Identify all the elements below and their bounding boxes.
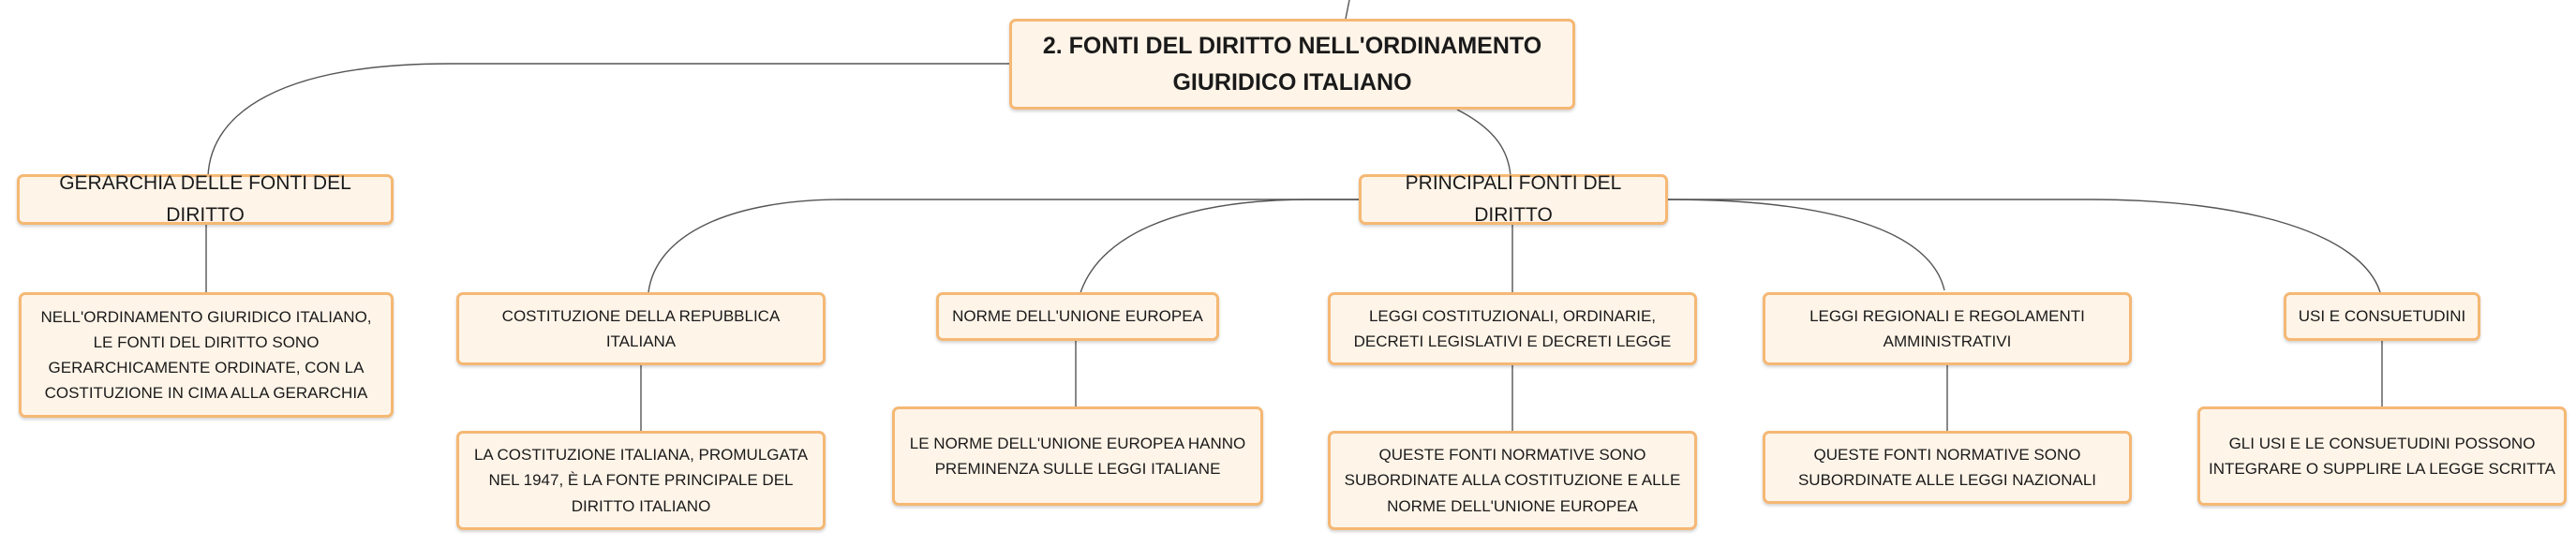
- norme-ue-detail-node[interactable]: LE NORME DELL'UNIONE EUROPEA HANNO PREMI…: [892, 406, 1263, 506]
- leggi-node[interactable]: LEGGI COSTITUZIONALI, ORDINARIE, DECRETI…: [1328, 292, 1697, 365]
- regionali-title: LEGGI REGIONALI E REGOLAMENTI AMMINISTRA…: [1809, 306, 2085, 350]
- connector-parent-root: [1345, 0, 1350, 20]
- principali-node[interactable]: PRINCIPALI FONTI DEL DIRITTO: [1359, 172, 1668, 226]
- root-title-line1: 2. FONTI DEL DIRITTO NELL'ORDINAMENTO: [1042, 32, 1542, 59]
- norme-ue-title: NORME DELL'UNIONE EUROPEA: [952, 307, 1203, 326]
- connector-root-gerarchia: [207, 63, 1012, 177]
- usi-node[interactable]: USI E CONSUETUDINI: [2284, 292, 2480, 341]
- gerarchia-detail-node[interactable]: NELL'ORDINAMENTO GIURIDICO ITALIANO, LE …: [19, 292, 394, 418]
- costituzione-title: COSTITUZIONE DELLA REPUBBLICA ITALIANA: [501, 306, 781, 350]
- costituzione-detail-text: LA COSTITUZIONE ITALIANA, PROMULGATA NEL…: [473, 446, 809, 515]
- gerarchia-title: GERARCHIA DELLE FONTI DEL DIRITTO: [59, 172, 351, 226]
- connector-principali-regionali: [1667, 199, 1945, 291]
- regionali-detail-text: QUESTE FONTI NORMATIVE SONO SUBORDINATE …: [1797, 445, 2097, 489]
- norme-ue-detail-text: LE NORME DELL'UNIONE EUROPEA HANNO PREMI…: [909, 434, 1246, 478]
- leggi-detail-text: QUESTE FONTI NORMATIVE SONO SUBORDINATE …: [1344, 446, 1681, 515]
- principali-title: PRINCIPALI FONTI DEL DIRITTO: [1405, 172, 1622, 226]
- connector-principali-costituzione: [648, 199, 1359, 293]
- norme-ue-node[interactable]: NORME DELL'UNIONE EUROPEA: [936, 292, 1219, 341]
- usi-detail-text: GLI USI E LE CONSUETUDINI POSSONO INTEGR…: [2209, 434, 2555, 478]
- leggi-title: LEGGI COSTITUZIONALI, ORDINARIE, DECRETI…: [1353, 306, 1672, 350]
- usi-detail-node[interactable]: GLI USI E LE CONSUETUDINI POSSONO INTEGR…: [2197, 406, 2567, 506]
- connector-root-principali: [1456, 109, 1511, 177]
- usi-title: USI E CONSUETUDINI: [2298, 307, 2466, 326]
- connector-principali-norme-ue: [1079, 199, 1359, 297]
- root-title-line2: GIURIDICO ITALIANO: [1172, 68, 1412, 96]
- regionali-node[interactable]: LEGGI REGIONALI E REGOLAMENTI AMMINISTRA…: [1763, 292, 2132, 365]
- root-title: 2. FONTI DEL DIRITTO NELL'ORDINAMENTO GI…: [1043, 28, 1541, 101]
- gerarchia-node[interactable]: GERARCHIA DELLE FONTI DEL DIRITTO: [17, 172, 394, 226]
- root-node[interactable]: 2. FONTI DEL DIRITTO NELL'ORDINAMENTO GI…: [1009, 19, 1575, 110]
- costituzione-node[interactable]: COSTITUZIONE DELLA REPUBBLICA ITALIANA: [456, 292, 826, 365]
- leggi-detail-node[interactable]: QUESTE FONTI NORMATIVE SONO SUBORDINATE …: [1328, 431, 1697, 530]
- connector-principali-usi: [1668, 199, 2381, 293]
- gerarchia-detail-text: NELL'ORDINAMENTO GIURIDICO ITALIANO, LE …: [40, 307, 372, 403]
- costituzione-detail-node[interactable]: LA COSTITUZIONE ITALIANA, PROMULGATA NEL…: [456, 431, 826, 530]
- regionali-detail-node[interactable]: QUESTE FONTI NORMATIVE SONO SUBORDINATE …: [1763, 431, 2132, 504]
